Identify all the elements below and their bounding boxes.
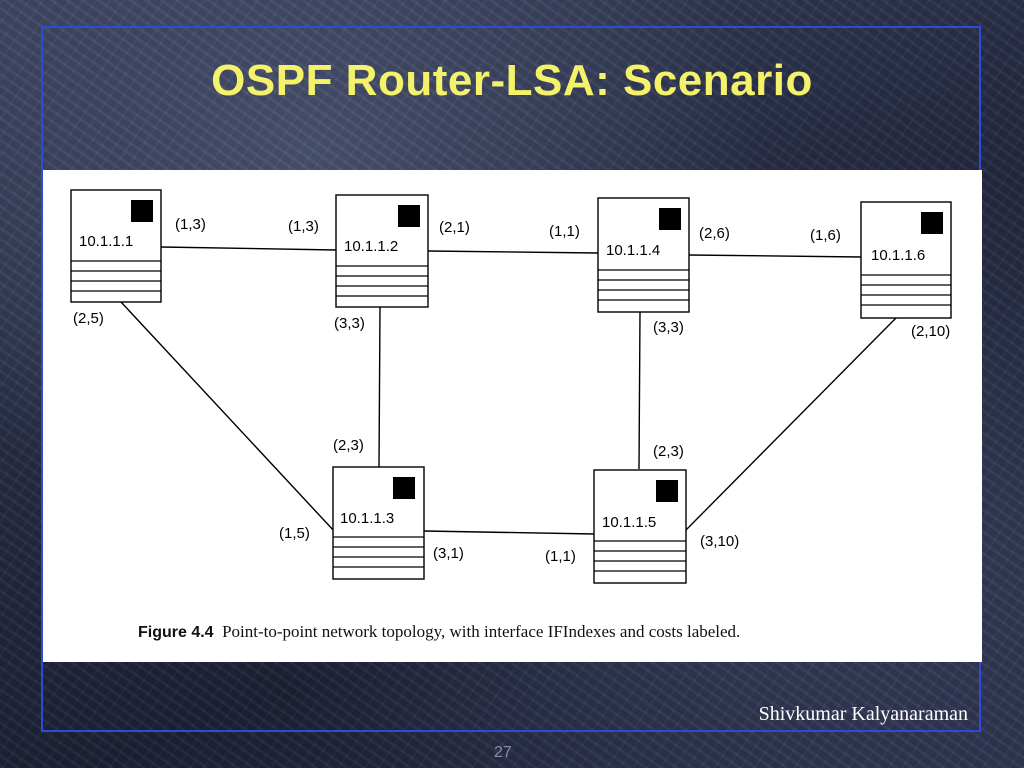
author-name: Shivkumar Kalyanaraman — [758, 703, 968, 725]
if-label-r1-r3-b: (1,5) — [279, 525, 310, 542]
router-label: 10.1.1.1 — [79, 233, 133, 250]
caption-number: Figure 4.4 — [138, 624, 214, 641]
topology-diagram: 10.1.1.1 10.1.1.2 10.1.1.4 — [70, 189, 952, 584]
if-label-r4-r6-a: (2,6) — [699, 225, 730, 242]
if-label-r6-r5-b: (3,10) — [700, 533, 739, 550]
router-r2: 10.1.1.2 — [335, 194, 429, 308]
caption-text: Point-to-point network topology, with in… — [222, 622, 741, 641]
if-label-r3-r5-a: (3,1) — [433, 545, 464, 562]
network-figure: 10.1.1.1 10.1.1.2 10.1.1.4 — [43, 170, 982, 662]
if-label-r1-r2-b: (1,3) — [288, 218, 319, 235]
if-label-r3-r5-b: (1,1) — [545, 548, 576, 565]
link-r1-r2 — [160, 246, 337, 251]
link-r1-r3 — [120, 301, 336, 533]
if-label-r6-r5-a: (2,10) — [911, 323, 950, 340]
link-r2-r4 — [427, 250, 599, 254]
link-r2-r3 — [378, 306, 381, 468]
router-r4: 10.1.1.4 — [597, 197, 690, 313]
if-label-r2-r3-a: (3,3) — [334, 315, 365, 332]
slide-title: OSPF Router-LSA: Scenario — [211, 56, 813, 105]
if-label-r2-r4-a: (2,1) — [439, 219, 470, 236]
if-label-r1-r3-a: (2,5) — [73, 310, 104, 327]
link-r4-r5 — [638, 311, 641, 470]
router-label: 10.1.1.6 — [871, 247, 925, 264]
if-label-r2-r3-b: (2,3) — [333, 437, 364, 454]
router-r5: 10.1.1.5 — [593, 469, 687, 584]
link-r3-r5 — [423, 530, 595, 535]
link-r6-r5 — [683, 317, 897, 533]
link-r4-r6 — [688, 254, 862, 258]
page-number: 27 — [494, 744, 512, 761]
if-label-r4-r6-b: (1,6) — [810, 227, 841, 244]
router-label: 10.1.1.2 — [344, 238, 398, 255]
router-r1: 10.1.1.1 — [70, 189, 162, 303]
router-r3: 10.1.1.3 — [332, 466, 425, 580]
router-label: 10.1.1.4 — [606, 242, 660, 259]
if-label-r1-r2-a: (1,3) — [175, 216, 206, 233]
router-label: 10.1.1.5 — [602, 514, 656, 531]
if-label-r4-r5-a: (3,3) — [653, 319, 684, 336]
router-label: 10.1.1.3 — [340, 510, 394, 527]
if-label-r4-r5-b: (2,3) — [653, 443, 684, 460]
router-r6: 10.1.1.6 — [860, 201, 952, 319]
figure-caption: Figure 4.4 Point-to-point network topolo… — [138, 622, 740, 642]
if-label-r2-r4-b: (1,1) — [549, 223, 580, 240]
